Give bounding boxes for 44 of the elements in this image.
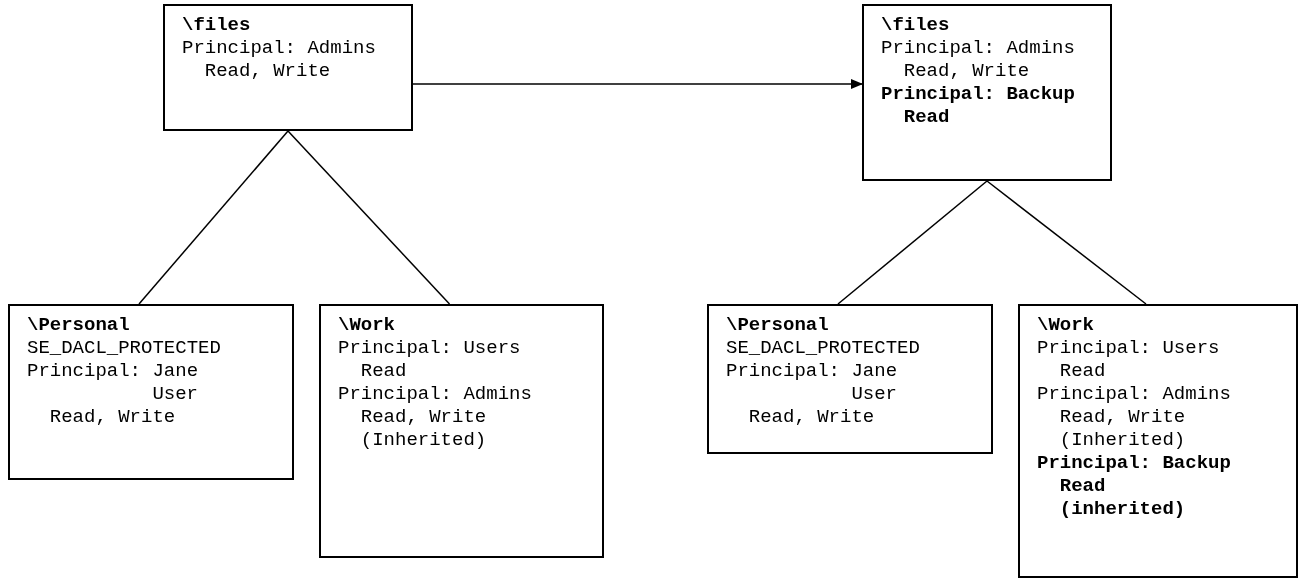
connector-line [138,130,289,305]
folder-name: \Personal [726,314,829,337]
folder-box [707,304,993,454]
permission-text: Principal: Admins [338,383,532,406]
permission-text: Read [1059,360,1106,383]
folder-name: \Work [338,314,395,337]
permission-text: Principal: Admins [1037,383,1231,406]
permission-text: (Inherited) [1059,429,1186,452]
permission-text: Principal: Users [338,337,521,360]
permission-text: Read, Write [748,406,875,429]
permission-text: Principal: Admins [182,37,376,60]
folder-name: \files [881,14,950,37]
permission-text: SE_DACL_PROTECTED [27,337,221,360]
folder-name: \files [182,14,251,37]
folder-box [163,4,413,131]
permission-text: Principal: Admins [881,37,1075,60]
folder-box [1018,304,1298,578]
permission-text: Principal: Jane [726,360,898,383]
permission-text: (inherited) [1059,498,1186,521]
permission-text: SE_DACL_PROTECTED [726,337,920,360]
permission-text: Read [1059,475,1106,498]
permission-text: Principal: Users [1037,337,1220,360]
permission-text: Read, Write [204,60,331,83]
permission-text: Read, Write [903,60,1030,83]
permission-text: Read [360,360,407,383]
permission-text: Read [903,106,950,129]
permission-text: User [851,383,897,406]
connector-line [837,180,988,305]
folder-name: \Work [1037,314,1094,337]
folder-box [862,4,1112,181]
folder-box [319,304,604,558]
permission-text: Read, Write [360,406,487,429]
arrow [412,79,863,89]
folder-name: \Personal [27,314,130,337]
folder-box [8,304,294,480]
permission-text: (Inherited) [360,429,487,452]
connector-line [986,180,1147,305]
permission-text: Read, Write [49,406,176,429]
permission-text: Principal: Backup [1037,452,1231,475]
permission-text: Principal: Backup [881,83,1075,106]
permission-text: Read, Write [1059,406,1186,429]
connector-line [287,130,451,305]
permission-text: User [152,383,198,406]
permission-text: Principal: Jane [27,360,199,383]
